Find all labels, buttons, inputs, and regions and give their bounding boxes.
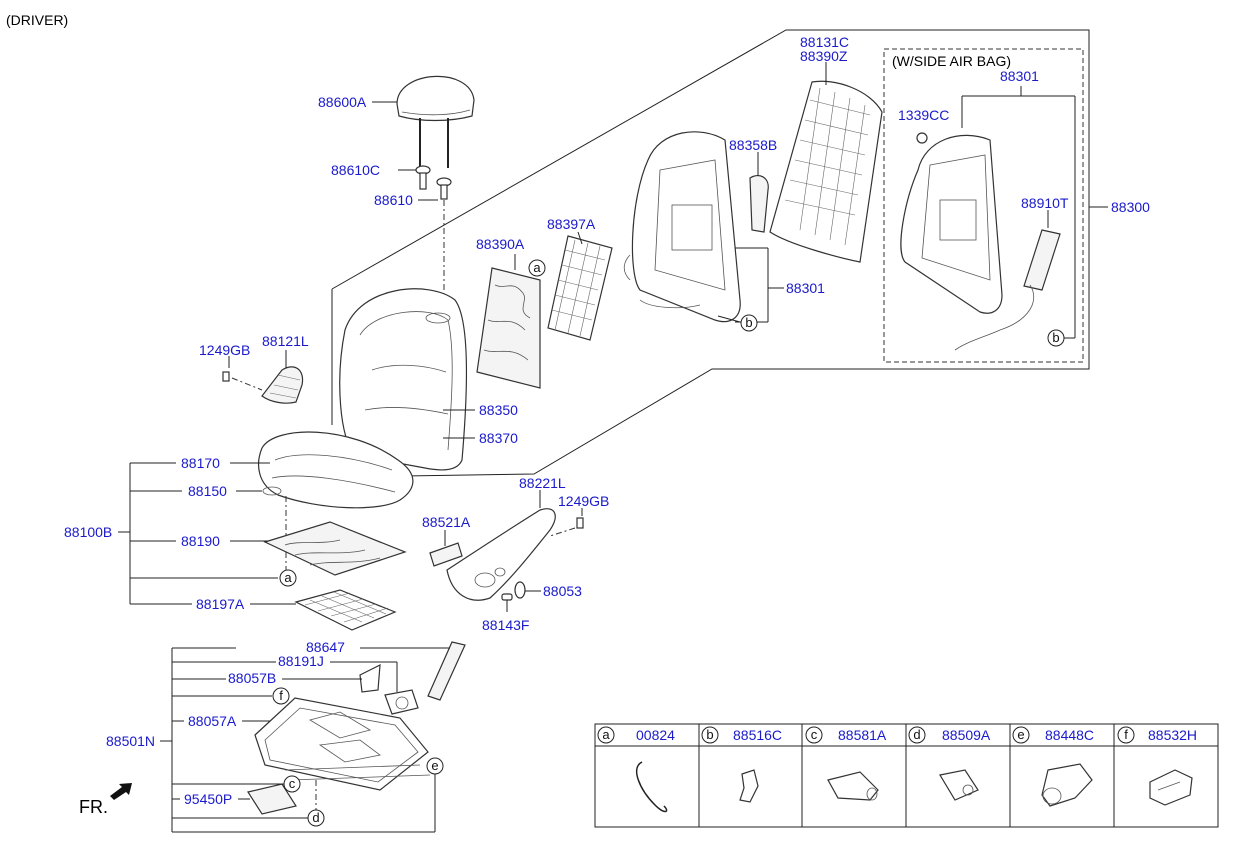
callout-e: e: [431, 758, 438, 773]
seatback-frame-airbag: [900, 134, 1003, 314]
callout-b-airbag: b: [1052, 330, 1059, 345]
bolt-1249GB-right: [576, 517, 584, 529]
label-88370: 88370: [479, 430, 518, 446]
label-88610: 88610: [374, 192, 413, 208]
label-88300: 88300: [1111, 199, 1150, 215]
label-88358B: 88358B: [729, 137, 777, 153]
cushion-vent-pad: [294, 589, 397, 631]
label-88057B: 88057B: [228, 670, 276, 686]
knob-88053: [514, 581, 526, 599]
legend-letter-b: b: [706, 727, 713, 742]
seat-switch: [429, 542, 463, 567]
legend-cell-d: d 88509A: [908, 726, 991, 801]
label-88057A: 88057A: [188, 713, 237, 729]
label-88150: 88150: [188, 483, 227, 499]
label-88390Z: 88390Z: [800, 48, 848, 64]
label-88600A: 88600A: [318, 94, 367, 110]
seatback-frame: [623, 131, 741, 323]
seatback-group-panel: [331, 29, 1090, 477]
side-cover-left: [261, 366, 304, 404]
seatback-board: [769, 80, 883, 263]
label-88170: 88170: [181, 455, 220, 471]
label-88221L: 88221L: [519, 475, 566, 491]
label-88610C: 88610C: [331, 162, 380, 178]
motor-bracket-88191J: [384, 689, 419, 715]
label-88647: 88647: [306, 639, 345, 655]
label-88301-mid: 88301: [786, 280, 825, 296]
legend-part-d: 88509A: [942, 727, 991, 743]
headrest-guide-88610: [436, 177, 452, 200]
callout-a-cushion: a: [284, 570, 292, 585]
cushion-heater-pad: [263, 521, 407, 576]
label-88100B: 88100B: [64, 524, 112, 540]
legend-cell-e: e 88448C: [1012, 726, 1094, 807]
side-shield: [446, 508, 556, 601]
legend-cell-f: f 88532H: [1117, 726, 1197, 806]
bolt-1249GB-left: [222, 371, 230, 382]
legend-letter-a: a: [602, 727, 610, 742]
legend-letter-e: e: [1017, 727, 1024, 742]
legend-letter-d: d: [913, 727, 920, 742]
label-95450P: 95450P: [184, 791, 232, 807]
label-88521A: 88521A: [422, 514, 471, 530]
label-88910T: 88910T: [1021, 195, 1069, 211]
label-88190: 88190: [181, 533, 220, 549]
callout-c: c: [289, 776, 296, 791]
parts-legend-table: [594, 723, 1219, 828]
label-88301-top: 88301: [1000, 68, 1039, 84]
lumbar-support: [749, 175, 769, 233]
diagram-title: (DRIVER): [6, 12, 68, 28]
label-88053: 88053: [543, 583, 582, 599]
label-88121L: 88121L: [262, 333, 309, 349]
legend-letter-f: f: [1124, 727, 1128, 742]
seatback-vent-pad: [547, 235, 613, 341]
knob-88143F: [501, 593, 513, 601]
legend-cell-a: a 00824: [597, 726, 675, 813]
label-88131C: 88131C: [800, 34, 849, 50]
airbag-box-title: (W/SIDE AIR BAG): [892, 53, 1011, 69]
legend-part-e: 88448C: [1045, 727, 1094, 743]
legend-cell-b: b 88516C: [701, 726, 782, 803]
headrest-guide-88610C: [415, 165, 431, 190]
legend-cell-c: c 88581A: [805, 726, 887, 801]
callout-f: f: [279, 688, 283, 703]
seatback-cushion: [339, 288, 468, 471]
callout-a-back: a: [533, 260, 541, 275]
label-1339CC: 1339CC: [898, 107, 949, 123]
headrest: [396, 75, 475, 168]
front-arrow-icon: [110, 783, 132, 800]
side-airbag-box: [883, 48, 1084, 363]
ecu-module-95450P: [247, 783, 297, 815]
side-airbag-module: [954, 229, 1061, 351]
legend-part-f: 88532H: [1148, 727, 1197, 743]
bracket-88057B: [359, 663, 381, 693]
legend-letter-c: c: [811, 727, 818, 742]
label-1249GB-left: 1249GB: [199, 342, 250, 358]
seat-cushion: [258, 431, 414, 509]
label-88191J: 88191J: [278, 653, 324, 669]
seat-track-assembly: [254, 697, 431, 791]
label-88350: 88350: [479, 402, 518, 418]
height-lever: [427, 641, 466, 701]
label-88390A: 88390A: [476, 236, 525, 252]
callout-d: d: [312, 810, 319, 825]
label-88397A: 88397A: [547, 216, 596, 232]
label-88143F: 88143F: [482, 617, 529, 633]
front-indicator-label: FR.: [79, 797, 108, 817]
callout-b-frame: b: [745, 315, 752, 330]
seatback-heater-pad: [476, 267, 541, 389]
legend-part-b: 88516C: [733, 727, 782, 743]
label-88197A: 88197A: [196, 596, 245, 612]
legend-part-c: 88581A: [838, 727, 887, 743]
legend-part-a: 00824: [636, 727, 675, 743]
label-88501N: 88501N: [106, 733, 155, 749]
label-1249GB-right: 1249GB: [558, 493, 609, 509]
